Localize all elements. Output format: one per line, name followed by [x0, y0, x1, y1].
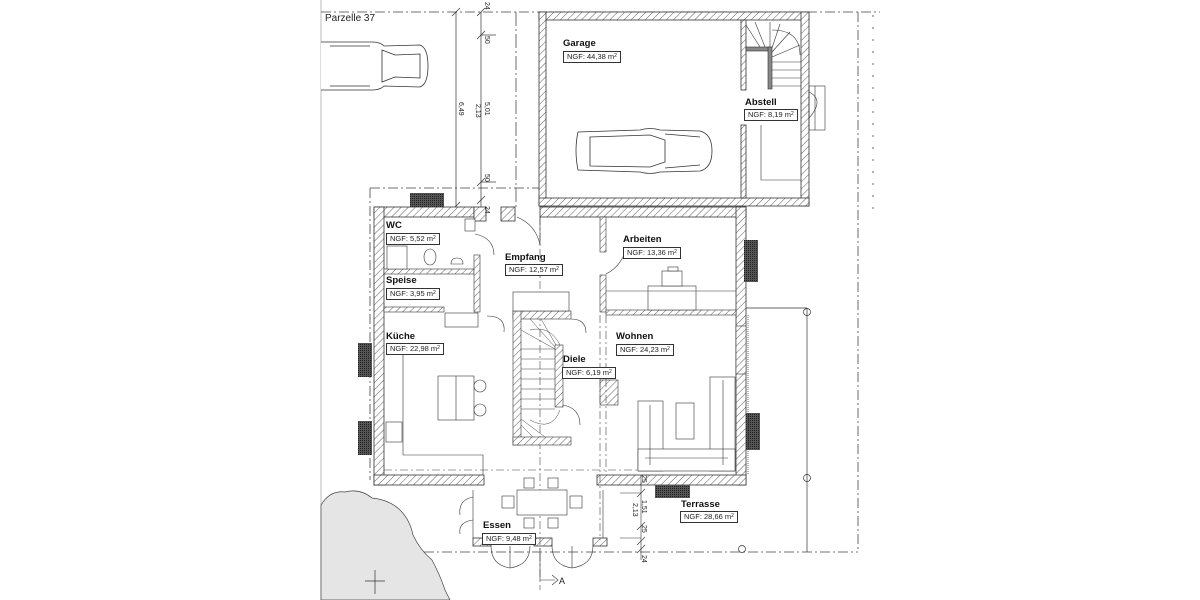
- dimension-terrace-151: 1,51: [640, 500, 647, 514]
- room-label-terrasse: Terrasse: [681, 499, 720, 510]
- room-label-wohnen: Wohnen: [616, 331, 654, 342]
- dimension-top-50a: 50: [483, 36, 490, 44]
- living-room-furniture: [637, 376, 736, 472]
- tree-canopy: [320, 490, 451, 600]
- terrace-outline: [738, 307, 811, 553]
- dimension-terrace-24: 24: [640, 555, 647, 563]
- room-label-diele: Diele: [563, 354, 586, 365]
- room-label-empfang: Empfang: [505, 252, 546, 263]
- dimension-top-50b: 50: [483, 174, 490, 182]
- area-badge-kueche: NGF: 22,98 m2: [386, 343, 444, 355]
- room-label-kueche: Küche: [386, 331, 416, 342]
- dimension-top-24a: 24: [483, 2, 490, 10]
- dimension-top-649: 6,49: [457, 102, 464, 116]
- dimension-top-24b: 24: [483, 206, 490, 214]
- plot-label: Parzelle 37: [325, 13, 376, 24]
- garage-stair: [745, 21, 801, 90]
- room-label-arbeiten: Arbeiten: [623, 234, 662, 245]
- area-badge-garage: NGF: 44,38 m2: [563, 51, 621, 63]
- area-badge-wohnen: NGF: 24,23 m2: [616, 344, 674, 356]
- area-badge-abstell: NGF: 8,19 m2: [744, 109, 798, 121]
- area-badge-wc: NGF: 5,52 m2: [386, 233, 440, 245]
- dimension-lines-terrace: [620, 475, 646, 560]
- dimension-top-501: 5,01: [483, 102, 490, 116]
- area-badge-terrasse: NGF: 28,66 m2: [680, 511, 738, 523]
- room-label-abstell: Abstell: [745, 97, 777, 108]
- entrance-door: [516, 216, 541, 246]
- car-parked-outside: [321, 41, 429, 91]
- dimension-terrace-25b: 25: [640, 525, 647, 533]
- dimension-top-213: 2,13: [474, 104, 481, 118]
- central-staircase: [512, 291, 587, 446]
- room-label-essen: Essen: [483, 520, 511, 531]
- kitchen-furniture: [385, 312, 505, 475]
- wc-fixtures: [386, 218, 495, 270]
- area-badge-empfang: NGF: 12,57 m2: [505, 264, 563, 276]
- abstell-details: [760, 85, 826, 181]
- room-label-garage: Garage: [563, 38, 596, 49]
- area-badge-diele: NGF: 6,19 m2: [562, 367, 616, 379]
- section-line-a: [539, 548, 559, 586]
- section-marker-a: A: [559, 576, 566, 586]
- area-badge-essen: NGF: 9,48 m2: [482, 533, 536, 545]
- essen-doors: [459, 496, 594, 569]
- area-badge-arbeiten: NGF: 13,36 m2: [623, 247, 681, 259]
- dining-table: [501, 477, 583, 529]
- dimension-terrace-25a: 25: [640, 475, 647, 483]
- desk: [605, 254, 736, 311]
- room-label-speise: Speise: [386, 275, 417, 286]
- area-badge-speise: NGF: 3,95 m2: [386, 288, 440, 300]
- dimension-terrace-213: 2,13: [631, 503, 638, 517]
- car-in-garage: [575, 128, 713, 174]
- radiators: [358, 193, 760, 498]
- room-label-wc: WC: [386, 220, 402, 231]
- dimension-lines-top: [451, 7, 517, 211]
